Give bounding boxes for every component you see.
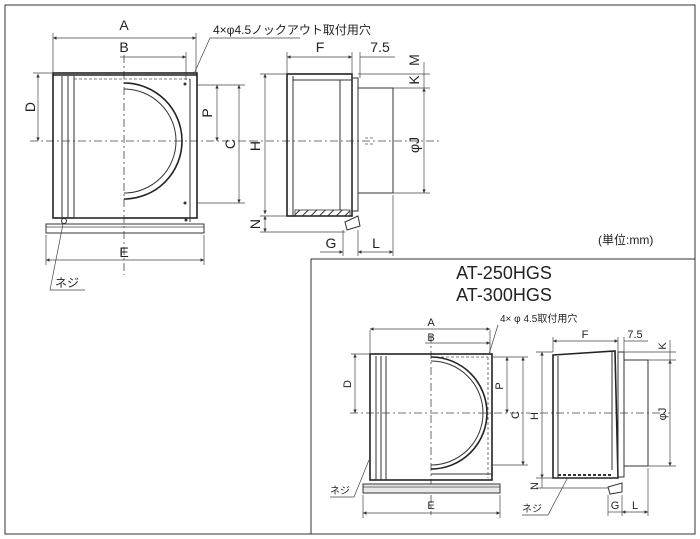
inset-dim-label-p: P [494,382,506,389]
inset-dim-label-l: L [632,500,638,512]
dim-label-f: F [316,39,325,55]
inset-dim-label-a: A [427,317,435,329]
inset-screw-label-side: ネジ [522,503,542,515]
inset-dim-label-n: N [529,482,541,490]
dim-label-g: G [326,235,337,251]
outer-frame [4,4,696,535]
knockout-hole-note: 4×φ4.5ノックアウト取付用穴 [213,22,371,37]
dim-label-l: L [372,235,380,251]
inset-dim-label-offset: 7.5 [627,329,642,341]
dim-label-d: D [22,102,38,112]
inset-frame [310,258,696,535]
inset-dim-label-f: F [582,329,589,341]
dim-label-k: K [406,75,422,85]
dim-label-c: C [222,139,238,149]
model-name-1: AT-250HGS [456,263,552,283]
inset-dim-label-j: φJ [657,408,669,421]
inset-dim-label-b: B [427,332,434,344]
unit-label: (単位:mm) [598,232,653,247]
mounting-hole-note: 4× φ 4.5取付用穴 [500,312,577,325]
dim-label-e: E [119,244,128,260]
inset-dim-label-c: C [510,411,522,419]
main-side-view: H N F 7.5 M K φJ G L (単位:mm) [247,39,653,256]
dim-label-j: φJ [406,137,422,153]
model-name-2: AT-300HGS [456,285,552,305]
dim-label-b: B [119,39,128,55]
inset-drawing: AT-250HGS AT-300HGS 4× φ 4.5取付用穴 A B E D [330,263,676,518]
inset-dim-label-d: D [342,380,354,388]
main-front-view: A B E D P C 4×φ4.5ノックアウト取付用穴 ネジ [22,17,371,291]
screw-label: ネジ [55,276,79,290]
dim-label-p: P [199,108,215,117]
inset-dim-label-g: G [611,500,620,512]
dim-label-m: M [406,54,422,66]
inset-screw-label-front: ネジ [330,485,350,497]
dim-label-n: N [247,219,263,229]
inset-dim-label-h: H [529,412,541,420]
dim-label-a: A [119,17,129,33]
inset-dim-label-e: E [427,500,434,512]
dim-label-h: H [247,141,263,151]
inset-dim-label-k: K [657,342,669,350]
dim-label-offset: 7.5 [370,39,390,55]
